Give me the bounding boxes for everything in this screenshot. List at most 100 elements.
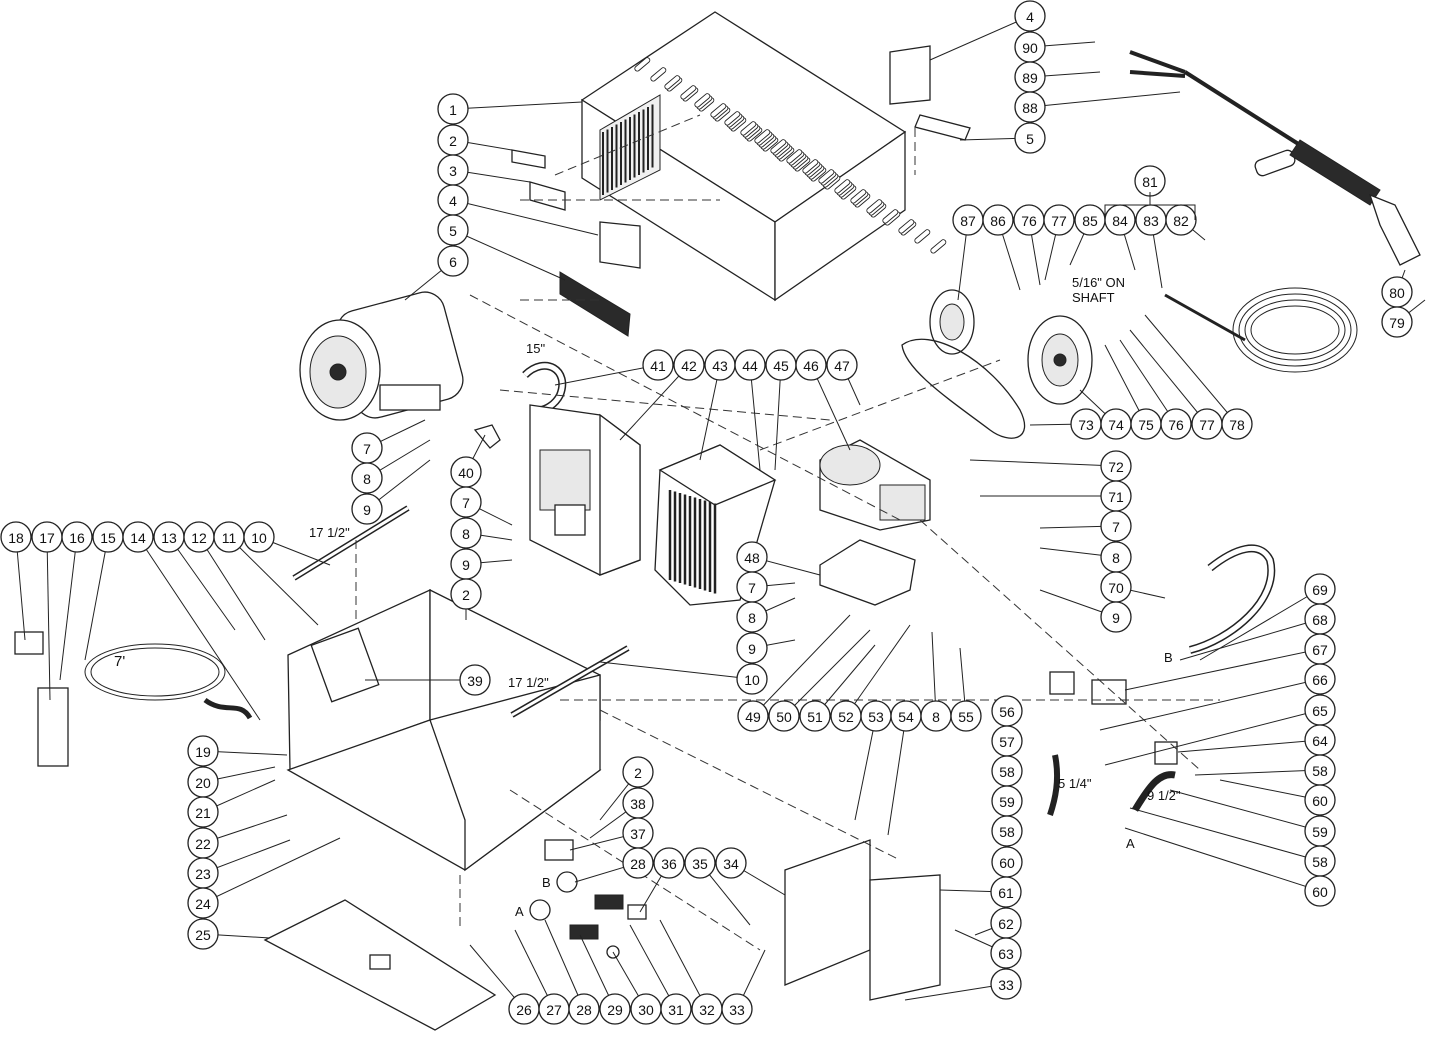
- balloon-circle: [799, 700, 831, 732]
- leader-line: [629, 924, 677, 1010]
- part-balloon-89: 89: [1014, 61, 1046, 93]
- part-balloon-2: 2: [437, 124, 469, 156]
- part-balloon-9: 9: [736, 632, 768, 664]
- pulley-74: [1027, 315, 1093, 405]
- cover-slot: [770, 139, 787, 154]
- balloon-label: 56: [999, 704, 1015, 720]
- leader-line: [452, 199, 599, 236]
- part-balloon-58: 58: [991, 755, 1023, 787]
- leader-line: [1119, 339, 1177, 425]
- leader-line: [228, 536, 319, 626]
- balloon-label: 4: [449, 193, 457, 209]
- pump-46: [819, 439, 931, 531]
- balloon-circle: [61, 521, 93, 553]
- fitting-64: [1154, 741, 1178, 765]
- hose-69: [1188, 544, 1276, 654]
- leader-line: [452, 229, 566, 281]
- balloon-label: 19: [195, 744, 211, 760]
- belt-73: [901, 338, 1026, 439]
- balloon-label: 42: [681, 358, 697, 374]
- cover-slot: [680, 85, 697, 100]
- balloon-label: 36: [661, 856, 677, 872]
- balloon-label: 86: [990, 213, 1006, 229]
- part-balloon-76: 76: [1160, 408, 1192, 440]
- part-balloon-84: 84: [1104, 204, 1136, 236]
- balloon-label: 28: [576, 1002, 592, 1018]
- part-balloon-44: 44: [734, 349, 766, 381]
- shroud-43: [654, 444, 777, 606]
- part-balloon-58: 58: [1304, 845, 1336, 877]
- balloon-label: 27: [546, 1002, 562, 1018]
- dimension-notes: 15" 17 1/2" 17 1/2" 7' 5/16" ON SHAFT 5 …: [114, 275, 1181, 919]
- balloon-label: 50: [776, 709, 792, 725]
- balloon-label: 10: [251, 530, 267, 546]
- part-balloon-72: 72: [1100, 450, 1132, 482]
- balloon-circle: [736, 601, 768, 633]
- balloon-label: 14: [130, 530, 146, 546]
- part-balloon-3: 3: [437, 154, 469, 186]
- leader-line: [15, 536, 26, 641]
- leader-line: [1029, 91, 1181, 108]
- balloon-circle: [737, 700, 769, 732]
- balloon-label: 78: [1229, 417, 1245, 433]
- leader-line: [929, 15, 1031, 61]
- part-balloon-32: 32: [691, 993, 723, 1025]
- leader-line: [854, 715, 877, 821]
- balloon-circle: [990, 937, 1022, 969]
- leader-line: [1144, 314, 1238, 425]
- balloon-label: 69: [1312, 582, 1328, 598]
- part-balloon-30: 30: [630, 993, 662, 1025]
- balloon-label: 70: [1108, 580, 1124, 596]
- balloon-label: 11: [222, 530, 237, 546]
- part-balloon-54: 54: [890, 700, 922, 732]
- leader-line: [1124, 827, 1321, 892]
- balloon-label: 49: [745, 709, 761, 725]
- part-balloon-57: 57: [991, 725, 1023, 757]
- leader-line: [1124, 648, 1321, 691]
- balloon-circle: [826, 349, 858, 381]
- part-balloon-41: 41: [642, 349, 674, 381]
- part-balloon-59: 59: [1304, 815, 1336, 847]
- part-balloon-8: 8: [1100, 541, 1132, 573]
- leader-line: [1099, 678, 1321, 731]
- balloon-circle: [715, 847, 747, 879]
- balloon-label: 16: [69, 530, 85, 546]
- part-balloon-81: 81: [1134, 165, 1166, 197]
- balloon-label: 61: [998, 885, 1014, 901]
- part-balloon-68: 68: [1304, 603, 1336, 635]
- balloon-label: 8: [1112, 550, 1120, 566]
- part-balloon-2: 2: [622, 756, 654, 788]
- part-balloon-73: 73: [1070, 408, 1102, 440]
- part-balloon-58: 58: [991, 815, 1023, 847]
- balloon-label: 9: [1112, 610, 1120, 626]
- part-balloon-22: 22: [187, 827, 219, 859]
- balloon-label: 58: [999, 824, 1015, 840]
- part-balloon-24: 24: [187, 887, 219, 919]
- part-balloon-58: 58: [1304, 754, 1336, 786]
- cover-slot: [850, 189, 867, 204]
- balloon-label: 4: [1026, 9, 1034, 25]
- part-balloon-85: 85: [1074, 204, 1106, 236]
- part-balloon-11: 11: [213, 521, 245, 553]
- cover-slot: [802, 159, 819, 174]
- leader-line: [137, 536, 261, 721]
- part-balloon-60: 60: [991, 846, 1023, 878]
- balloon-circle: [351, 493, 383, 525]
- part-balloon-82: 82: [1165, 204, 1197, 236]
- balloon-label: 7: [363, 441, 371, 457]
- part-balloon-9: 9: [351, 493, 383, 525]
- part-balloon-8: 8: [736, 601, 768, 633]
- balloon-label: 45: [773, 358, 789, 374]
- part-balloon-23: 23: [187, 857, 219, 889]
- balloon-label: 30: [638, 1002, 654, 1018]
- balloon-label: 21: [195, 805, 211, 821]
- balloon-circle: [599, 993, 631, 1025]
- balloon-label: 7: [462, 495, 470, 511]
- balloon-circle: [243, 521, 275, 553]
- balloon-circle: [990, 876, 1022, 908]
- balloon-circle: [1014, 0, 1046, 32]
- balloon-label: 9: [748, 641, 756, 657]
- note-17a: 17 1/2": [309, 525, 350, 540]
- part-balloon-75: 75: [1130, 408, 1162, 440]
- leader-line: [904, 983, 1007, 1001]
